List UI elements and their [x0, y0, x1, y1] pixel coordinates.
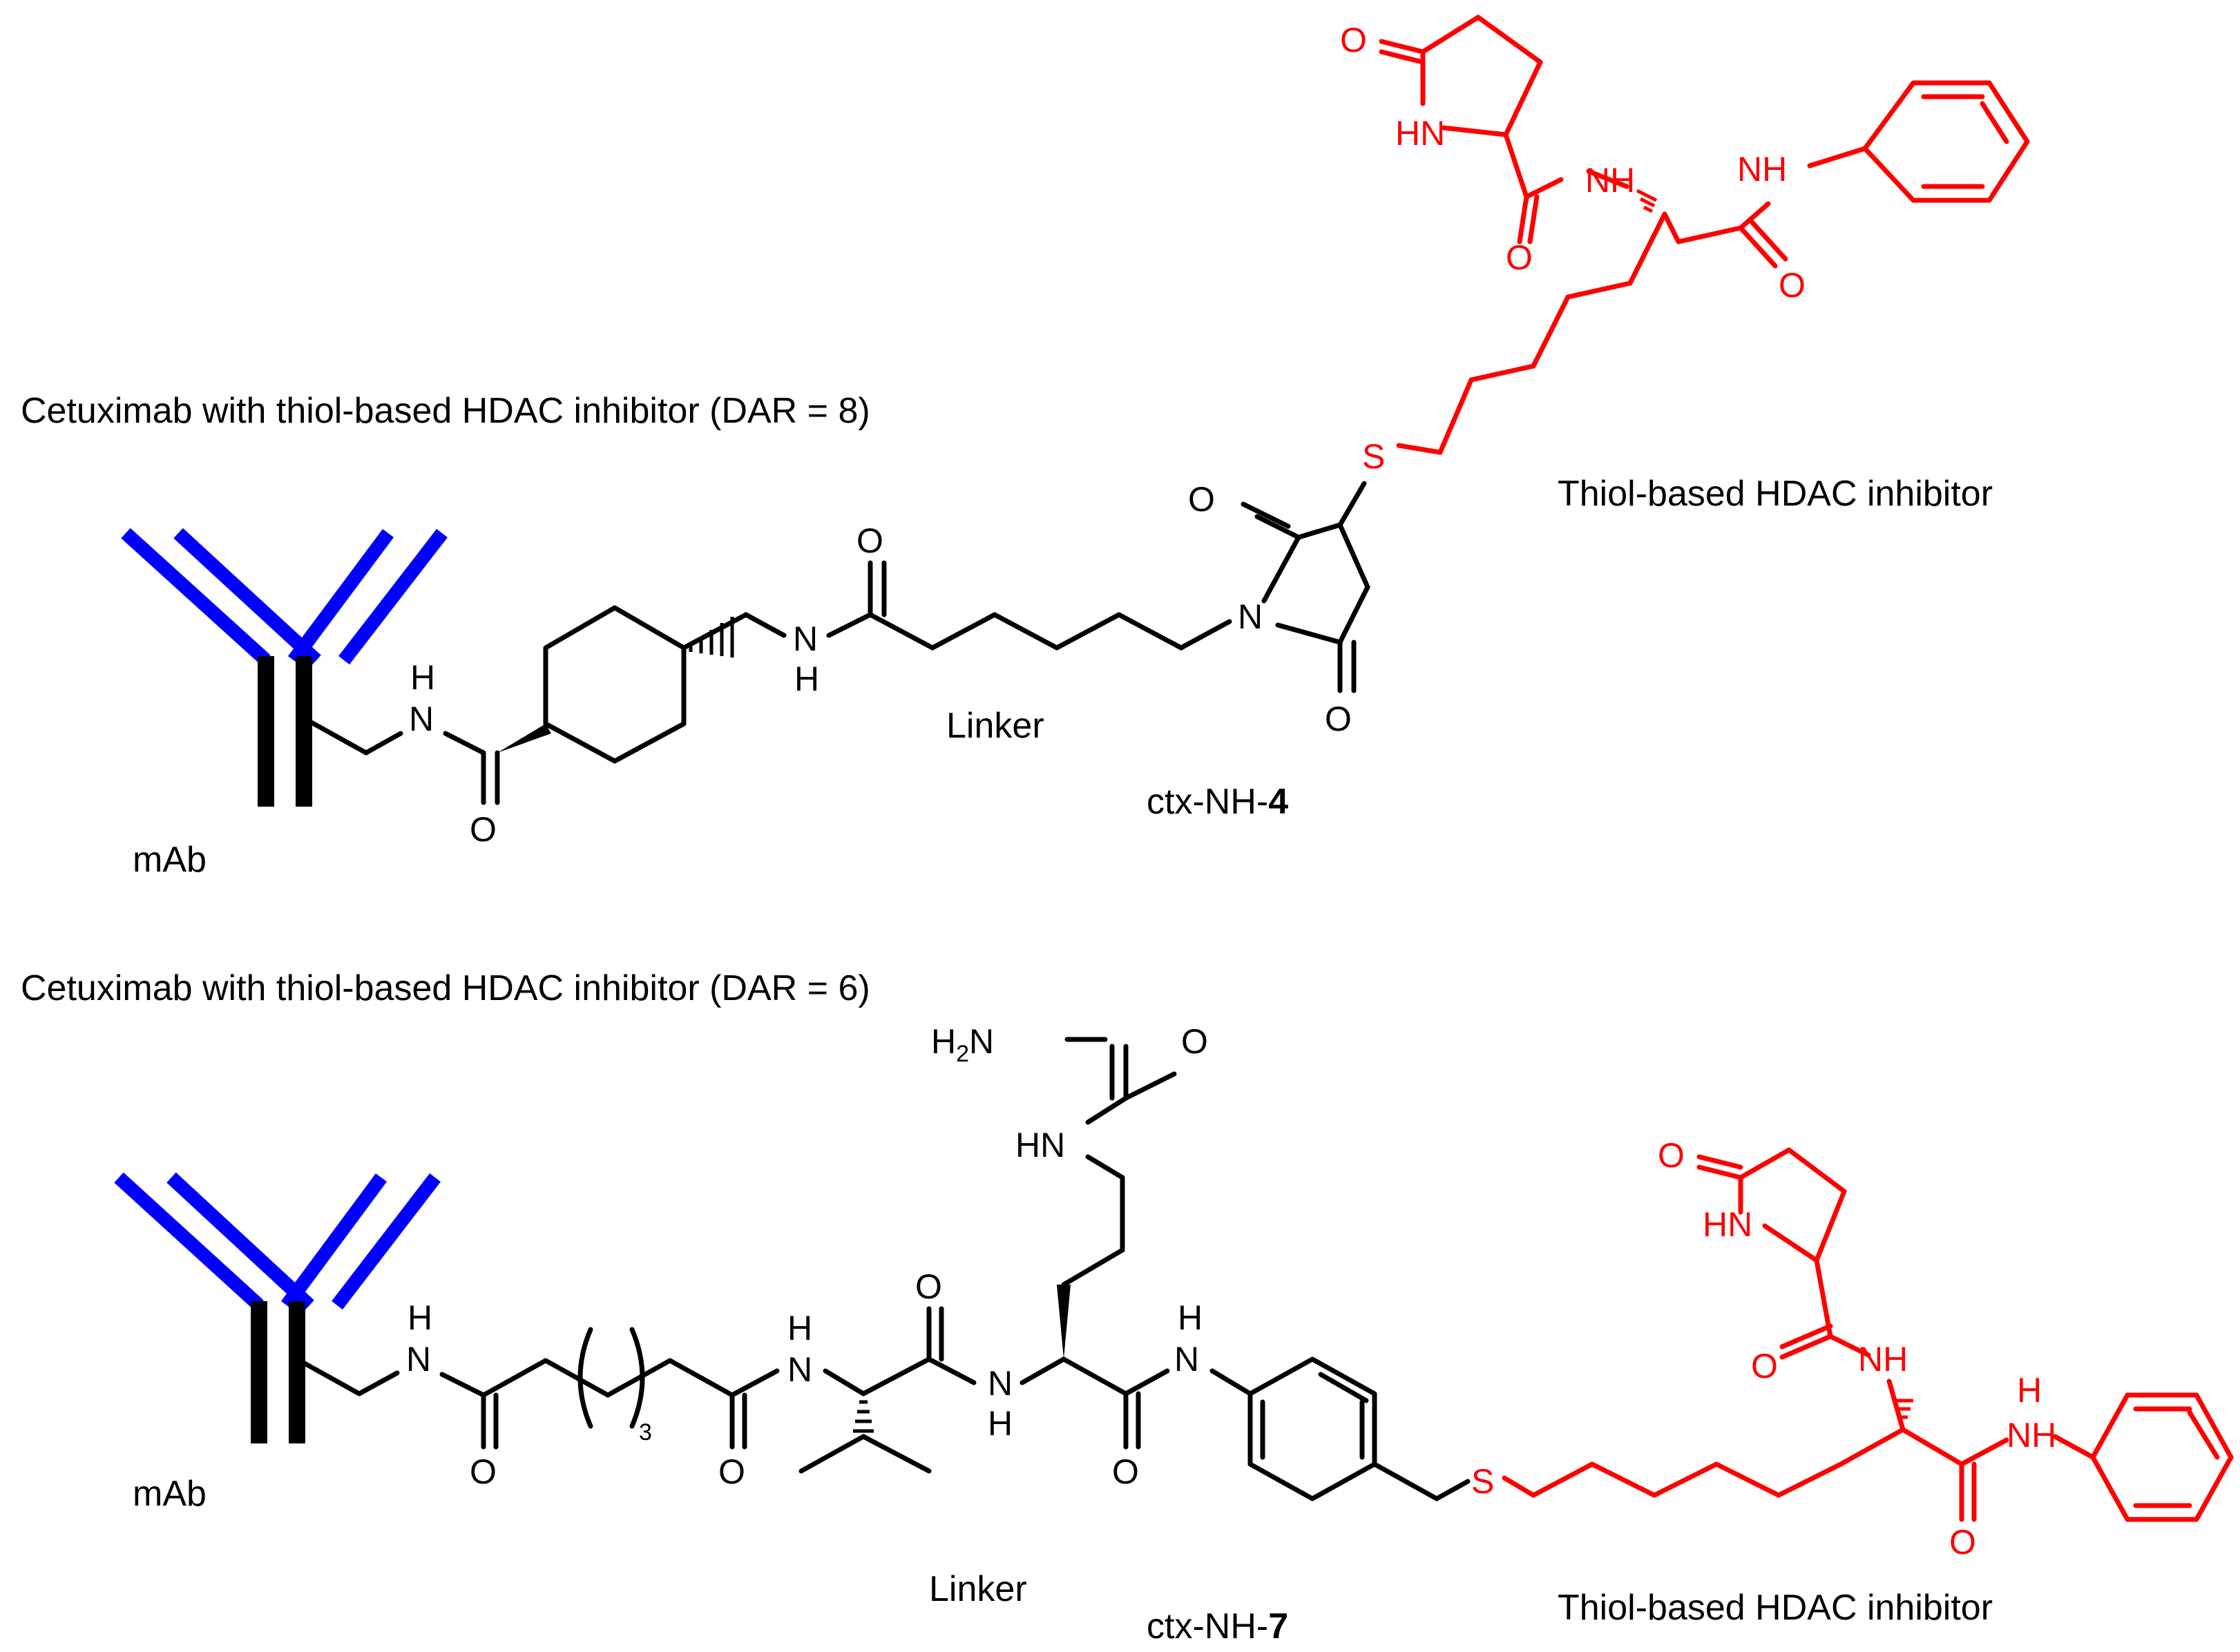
bottom-payload-hn: HN [1703, 1205, 1752, 1244]
top-linker-label: Linker [946, 706, 1044, 746]
top-carbonyl-o-2: O [856, 521, 883, 560]
bottom-amide-h-1: H [408, 1298, 432, 1337]
top-imide-o-1: O [1188, 480, 1215, 519]
top-payload-o-2: O [1506, 238, 1533, 277]
top-antibody-arm-right-outer [338, 528, 448, 665]
bottom-antibody-arm-right-outer [332, 1173, 441, 1310]
top-payload-hn: HN [1395, 114, 1445, 153]
bottom-payload [1502, 1147, 2234, 1522]
top-hash-bond [689, 617, 734, 657]
bottom-repeat-count: 3 [639, 1419, 652, 1446]
bottom-amide-h-2: H [787, 1309, 812, 1347]
bottom-amide-n-4: N [1174, 1340, 1199, 1379]
bottom-amide-n-3: N [988, 1364, 1013, 1403]
bottom-antibody-arm-left-outer [114, 1172, 264, 1311]
top-amide-n-1: N [409, 700, 434, 738]
top-payload-hash-bond [1636, 189, 1658, 213]
top-linker [301, 481, 1370, 805]
bottom-title: Cetuximab with thiol-based HDAC inhibito… [21, 968, 870, 1008]
bottom-amide-n-2: N [787, 1350, 812, 1389]
top-antibody-arm-right-inner [287, 529, 394, 664]
top-antibody-arm-left-inner [173, 528, 321, 666]
top-imide-o-2: O [1325, 700, 1352, 738]
bottom-linker [294, 1037, 1471, 1501]
bottom-carbonyl-o-3: O [915, 1267, 942, 1306]
bottom-payload-s: S [1471, 1462, 1494, 1501]
bottom-urea-o: O [1181, 1022, 1208, 1061]
bottom-hash-bond [853, 1400, 874, 1433]
bottom-payload-nh-1: NH [2007, 1416, 2056, 1454]
bottom-carbonyl-o-1: O [470, 1452, 497, 1491]
top-payload-o-1: O [1779, 266, 1806, 305]
bottom-antibody-arm-left-inner [166, 1172, 314, 1311]
bottom-antibody [114, 1172, 441, 1443]
bottom-urea-hn: HN [1015, 1126, 1065, 1164]
top-title: Cetuximab with thiol-based HDAC inhibito… [21, 391, 870, 431]
bottom-repeat-bracket-left [577, 1327, 593, 1429]
top-phenyl-ring [1862, 80, 2030, 203]
top-amide-h-2: H [794, 660, 819, 698]
bottom-amide-h-4: H [1178, 1298, 1203, 1337]
top-antibody [121, 528, 448, 807]
top-amide-n-2: N [793, 620, 818, 658]
bottom-amide-h-3: H [988, 1404, 1013, 1443]
top-cyclohexane-ring [543, 605, 687, 764]
bottom-carbonyl-o-4: O [1112, 1452, 1139, 1491]
bottom-linker-label: Linker [929, 1569, 1027, 1609]
bottom-wedge-bond [1057, 1285, 1071, 1359]
top-payload-s: S [1362, 437, 1385, 476]
bottom-carbonyl-o-2: O [718, 1452, 745, 1491]
top-mab-label: mAb [133, 840, 207, 880]
bottom-payload-o-1: O [1949, 1523, 1976, 1562]
top-payload-o-3: O [1340, 21, 1367, 59]
top-payload-nh-1: NH [1737, 150, 1787, 189]
top-compound-label: ctx-NH-4 [1147, 782, 1288, 822]
bottom-payload-h: H [2017, 1371, 2042, 1410]
bottom-payload-o-2: O [1751, 1347, 1778, 1385]
bottom-payload-hash-bond [1893, 1399, 1913, 1419]
bottom-payload-o-3: O [1658, 1136, 1685, 1175]
top-payload [1379, 15, 2030, 455]
top-wedge-bond [497, 724, 551, 753]
bottom-payload-label: Thiol-based HDAC inhibitor [1558, 1588, 1993, 1628]
top-imide-n: N [1238, 597, 1263, 636]
bottom-phenyl-ring [2090, 1392, 2234, 1522]
bottom-compound-label: ctx-NH-7 [1147, 1606, 1288, 1646]
top-amide-h-1: H [410, 658, 435, 697]
top-payload-label: Thiol-based HDAC inhibitor [1558, 474, 1993, 514]
top-payload-nh-2: NH [1585, 161, 1635, 200]
bottom-benzene-ring [1247, 1356, 1377, 1501]
bottom-urea-h2n: H2N [931, 1022, 994, 1067]
bottom-payload-nh-2: NH [1858, 1340, 1908, 1379]
top-antibody-arm-left-outer [121, 528, 271, 666]
bottom-amide-n-1: N [406, 1340, 431, 1379]
bottom-mab-label: mAb [133, 1474, 207, 1514]
bottom-antibody-arm-right-inner [280, 1173, 387, 1309]
top-carbonyl-o-1: O [470, 810, 497, 849]
